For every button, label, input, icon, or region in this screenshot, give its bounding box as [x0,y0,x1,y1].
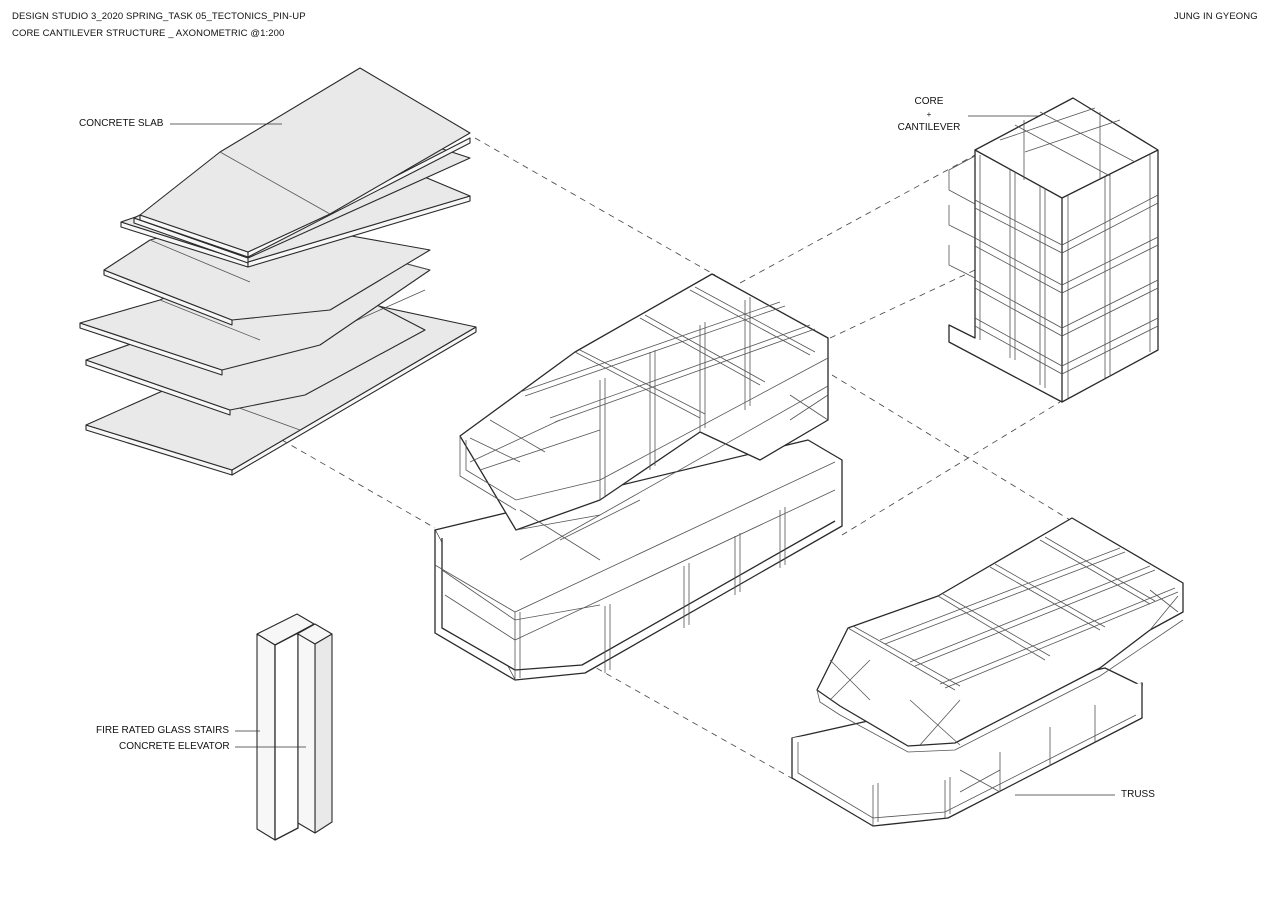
concrete-slab-stack [79,67,477,476]
header-title: DESIGN STUDIO 3_2020 SPRING_TASK 05_TECT… [12,11,306,22]
label-cantilever: CANTILEVER [897,122,961,133]
assembly-dashed-lines [281,137,1071,781]
label-elevator: CONCRETE ELEVATOR [119,741,230,752]
label-truss: TRUSS [1121,789,1155,800]
label-core: CORE [914,96,944,107]
truss-frame [791,517,1184,827]
label-plus: + [926,110,932,119]
label-concrete-slab: CONCRETE SLAB [79,118,164,129]
label-fire-stairs: FIRE RATED GLASS STAIRS [96,725,229,736]
stairs-elevator-core [256,613,333,841]
leader-lines [170,115,1115,796]
main-frame-assembly [434,273,843,681]
core-cantilever-frame [948,97,1159,403]
header-subtitle: CORE CANTILEVER STRUCTURE _ AXONOMETRIC … [12,28,285,39]
author-name: JUNG IN GYEONG [1174,11,1258,22]
label-core-cantilever: CORE + CANTILEVER [893,95,965,134]
